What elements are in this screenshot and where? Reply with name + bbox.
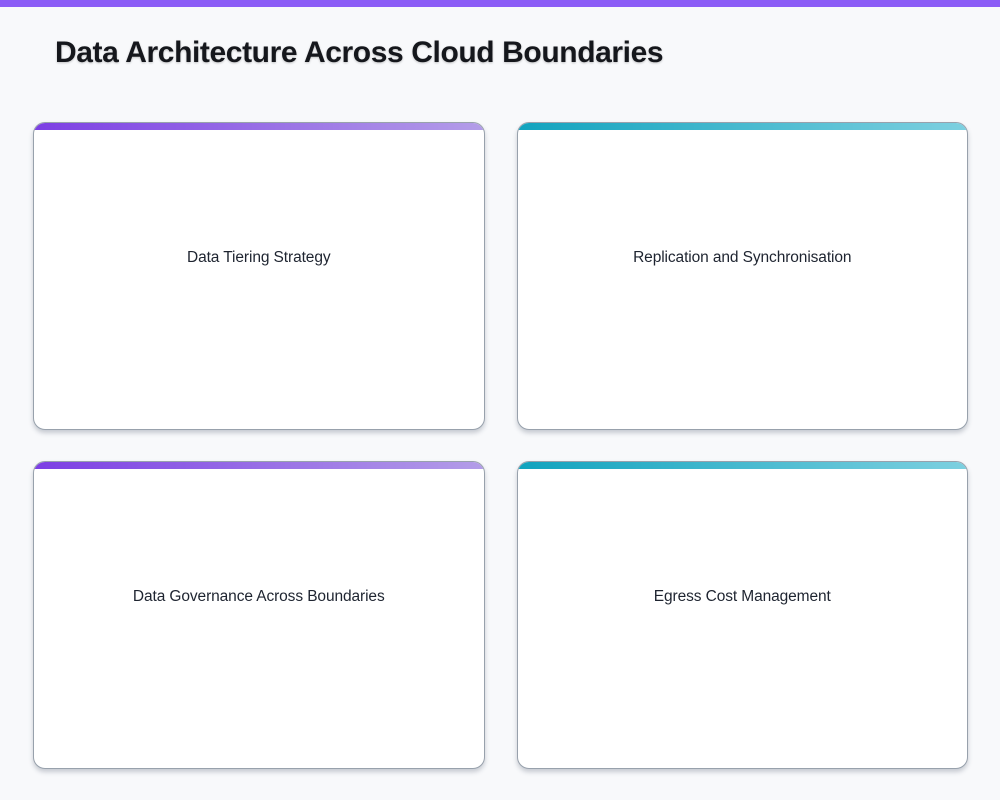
card-accent-strip bbox=[34, 123, 484, 130]
card-data-governance[interactable]: Data Governance Across Boundaries bbox=[33, 461, 485, 769]
card-title: Data Governance Across Boundaries bbox=[132, 587, 385, 605]
card-grid: Data Tiering Strategy Replication and Sy… bbox=[33, 122, 968, 769]
top-accent-bar bbox=[0, 0, 1000, 7]
card-title: Egress Cost Management bbox=[653, 587, 831, 605]
card-title: Replication and Synchronisation bbox=[633, 248, 852, 266]
card-replication-synchronisation[interactable]: Replication and Synchronisation bbox=[516, 122, 968, 430]
card-accent-strip bbox=[34, 462, 484, 469]
card-title: Data Tiering Strategy bbox=[186, 248, 331, 266]
page-title: Data Architecture Across Cloud Boundarie… bbox=[55, 36, 664, 69]
card-data-tiering-strategy[interactable]: Data Tiering Strategy bbox=[33, 122, 485, 430]
card-egress-cost-management[interactable]: Egress Cost Management bbox=[516, 461, 968, 769]
card-accent-strip bbox=[517, 462, 967, 469]
card-accent-strip bbox=[517, 123, 967, 130]
